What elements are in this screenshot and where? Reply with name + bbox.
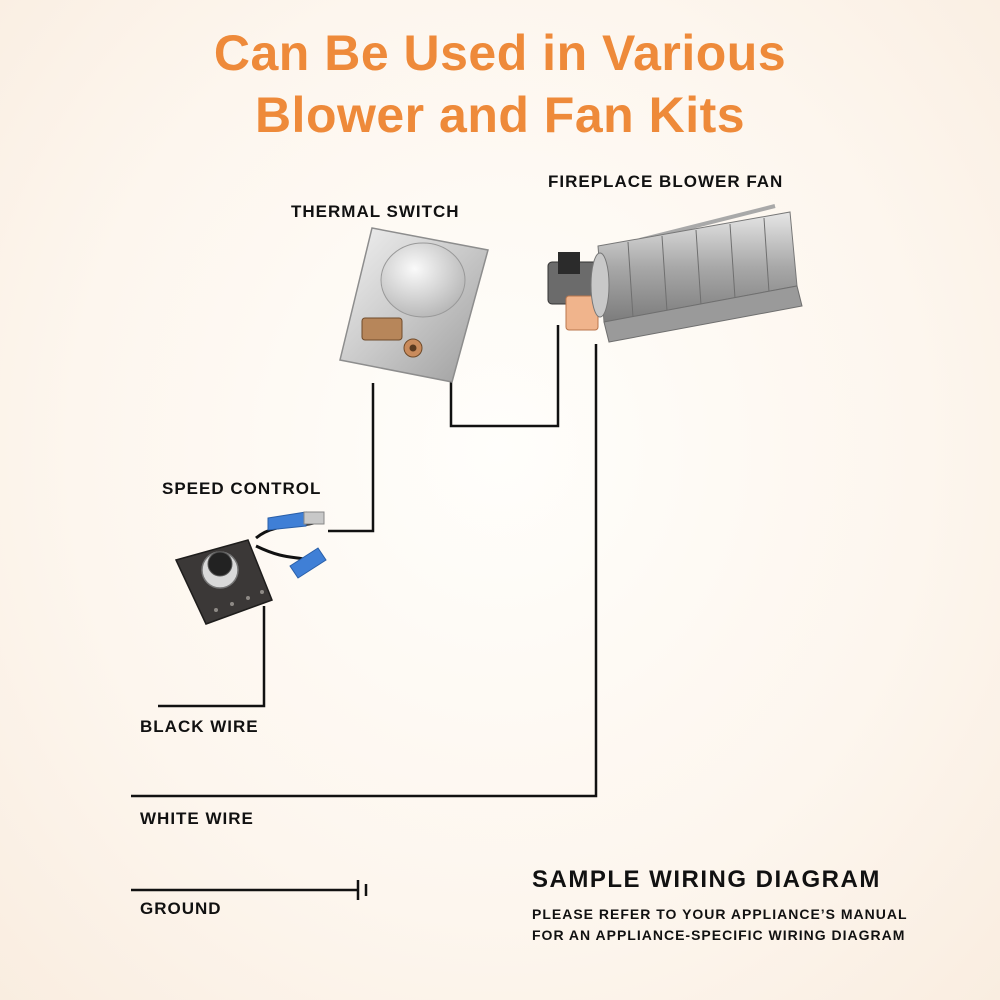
page-title: Can Be Used in Various Blower and Fan Ki… bbox=[0, 22, 1000, 146]
thermal-switch-label: THERMAL SWITCH bbox=[291, 202, 460, 221]
ground-label: GROUND bbox=[140, 899, 222, 918]
wire-white bbox=[131, 344, 598, 798]
white-wire-label: WHITE WIRE bbox=[140, 809, 254, 828]
wire-black bbox=[158, 606, 266, 708]
title-line-1: Can Be Used in Various bbox=[213, 25, 787, 81]
speed-control-image bbox=[174, 511, 327, 625]
ground-symbol bbox=[356, 880, 368, 900]
title-line-2: Blower and Fan Kits bbox=[254, 87, 746, 143]
note-line-1: PLEASE REFER TO YOUR APPLIANCE’S MANUAL bbox=[532, 906, 908, 922]
wire-speed-to-thermal bbox=[328, 383, 375, 533]
note-line-2: FOR AN APPLIANCE-SPECIFIC WIRING DIAGRAM bbox=[532, 927, 906, 943]
thermal-switch-image bbox=[339, 227, 489, 383]
blower-fan-image bbox=[547, 204, 803, 343]
speed-control-label: SPEED CONTROL bbox=[162, 479, 322, 498]
black-wire-label: BLACK WIRE bbox=[140, 717, 259, 736]
wire-thermal-to-blower bbox=[449, 325, 560, 428]
blower-fan-label: FIREPLACE BLOWER FAN bbox=[548, 172, 784, 191]
diagram-heading: SAMPLE WIRING DIAGRAM bbox=[532, 866, 881, 893]
diagram-note: PLEASE REFER TO YOUR APPLIANCE’S MANUAL … bbox=[532, 904, 908, 946]
